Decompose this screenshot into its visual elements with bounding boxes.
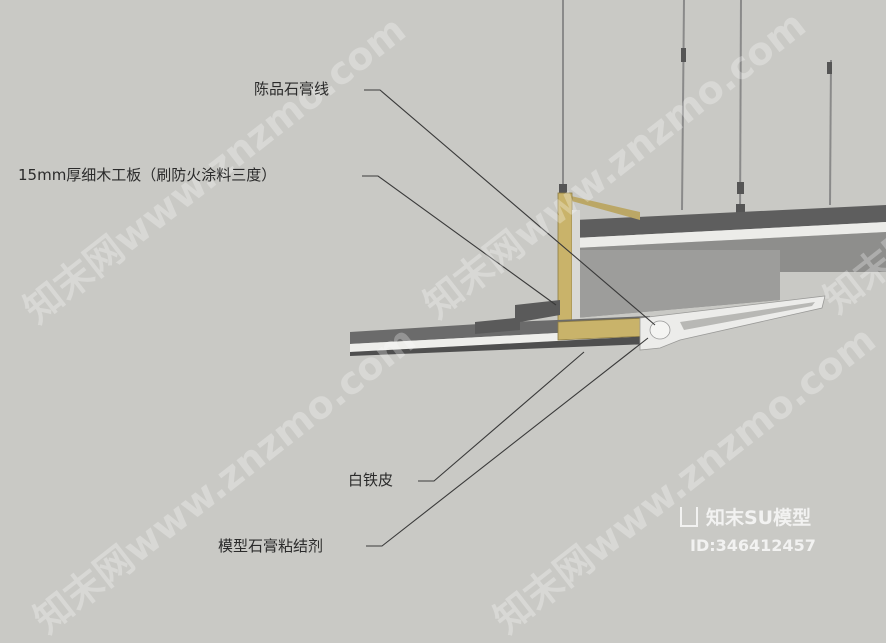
plaster-cornice (639, 295, 826, 351)
steel-channel (475, 300, 560, 334)
upper-ceiling-top (575, 205, 886, 238)
hanger-rod (681, 0, 685, 211)
cornice-shadow (680, 302, 815, 330)
leader-glue (366, 337, 649, 547)
brand-watermark: 知末SU模型 (680, 503, 811, 530)
brand-logo-icon (680, 507, 698, 527)
wood-board-horizontal (557, 317, 649, 341)
label-tin-sheet: 白铁皮 (348, 471, 394, 489)
cornice-bead (649, 320, 671, 340)
rod-clip (681, 48, 686, 62)
rod-clip (559, 184, 567, 194)
model-id: ID:346412457 (690, 536, 816, 555)
wood-board (557, 192, 640, 334)
leader-board (362, 175, 557, 306)
label-wood-board: 15mm厚细木工板（刷防火涂料三度） (18, 166, 277, 184)
hanger-rod (829, 59, 832, 206)
label-plaster-adhesive: 模型石膏粘结剂 (218, 537, 324, 555)
rod-clip (827, 62, 832, 74)
ceiling-section-drawing (350, 0, 886, 547)
hanger-rods (562, 0, 832, 221)
upper-ceiling-face (575, 222, 886, 248)
leader-chenpin (364, 89, 656, 326)
lower-ceiling-bottom (350, 336, 650, 356)
rod-clip (737, 182, 744, 194)
leader-tie (418, 351, 585, 482)
label-plaster-cornice: 陈品石膏线 (254, 80, 330, 98)
brand-name: 知末SU模型 (706, 507, 812, 529)
wood-board-top (558, 193, 640, 220)
leader-lines (362, 89, 656, 547)
wood-board-inner (572, 210, 580, 332)
